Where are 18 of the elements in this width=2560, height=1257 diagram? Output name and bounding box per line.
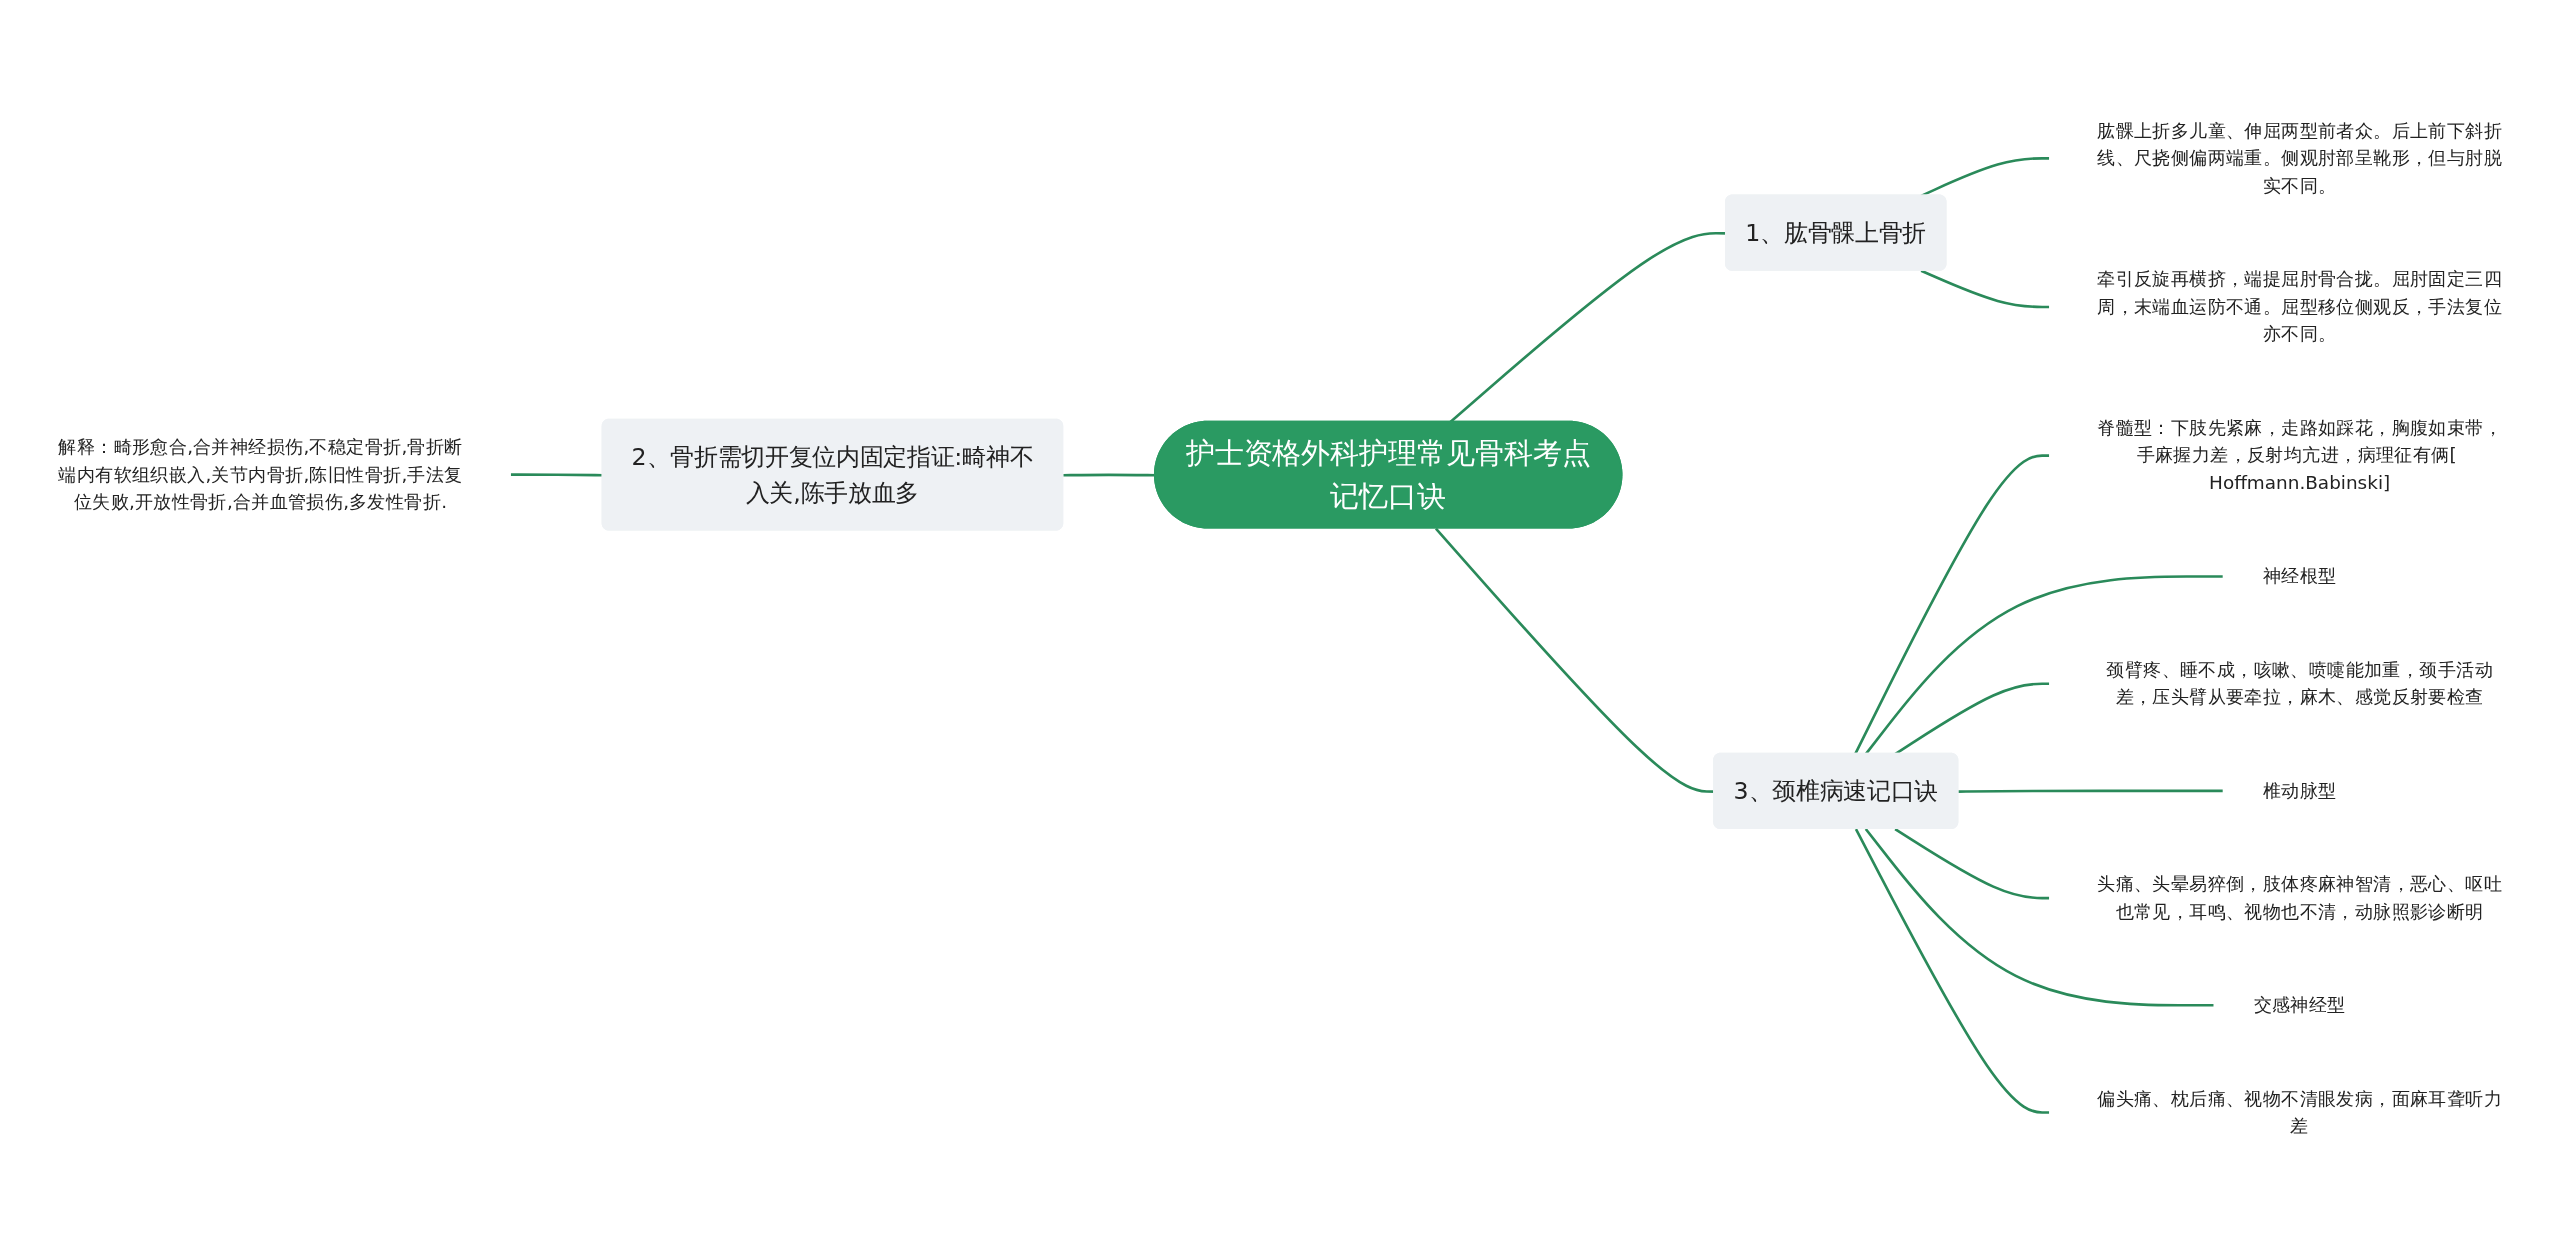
connector — [1894, 827, 2050, 900]
node-text: 头痛、头晕易猝倒，肢体疼麻神智清，恶心、呕吐也常见，耳鸣、视物也不清，动脉照影诊断明 — [2097, 873, 2503, 922]
connector — [1958, 789, 2224, 793]
connector — [510, 473, 603, 477]
node-text: 偏头痛、枕后痛、视物不清眼发病，面麻耳聋听力差 — [2097, 1087, 2503, 1137]
connector — [1854, 828, 2050, 1114]
node-text: 神经根型 — [2262, 565, 2337, 587]
connector — [1864, 575, 2224, 755]
node-text: 脊髓型：下肢先紧麻，走路如踩花，胸腹如束带，手麻握力差，反射均亢进，病理征有俩[ Hoffmann.Babinski] — [2097, 416, 2503, 494]
node-text: 交感神经型 — [2253, 994, 2346, 1016]
node-text: 椎动脉型 — [2262, 779, 2337, 801]
connector — [1864, 828, 2215, 1007]
connector — [1854, 454, 2050, 755]
connector — [1920, 269, 2050, 309]
node-text: 牵引反旋再横挤，端提屈肘骨合拢。屈肘固定三四周，末端血运防不通。屈型移位侧观反，手法复位亦不同。 — [2097, 268, 2503, 345]
node-text: 解释：畸形愈合,合并神经损伤,不稳定骨折,骨折断端内有软组织嵌入,关节内骨折,陈旧性骨折,手法复位失败,开放性骨折,合并血管损伤,多发性骨折. — [58, 435, 463, 513]
node-text: 肱髁上折多儿童、伸屈两型前者众。后上前下斜折线、尺挠侧偏两端重。侧观肘部呈靴形，但与肘脱实不同。 — [2097, 119, 2503, 196]
node-text: 颈臂疼、睡不成，咳嗽、喷嚏能加重，颈手活动差，压头臂从要牵拉，麻木、感觉反射要检查 — [2106, 658, 2493, 708]
